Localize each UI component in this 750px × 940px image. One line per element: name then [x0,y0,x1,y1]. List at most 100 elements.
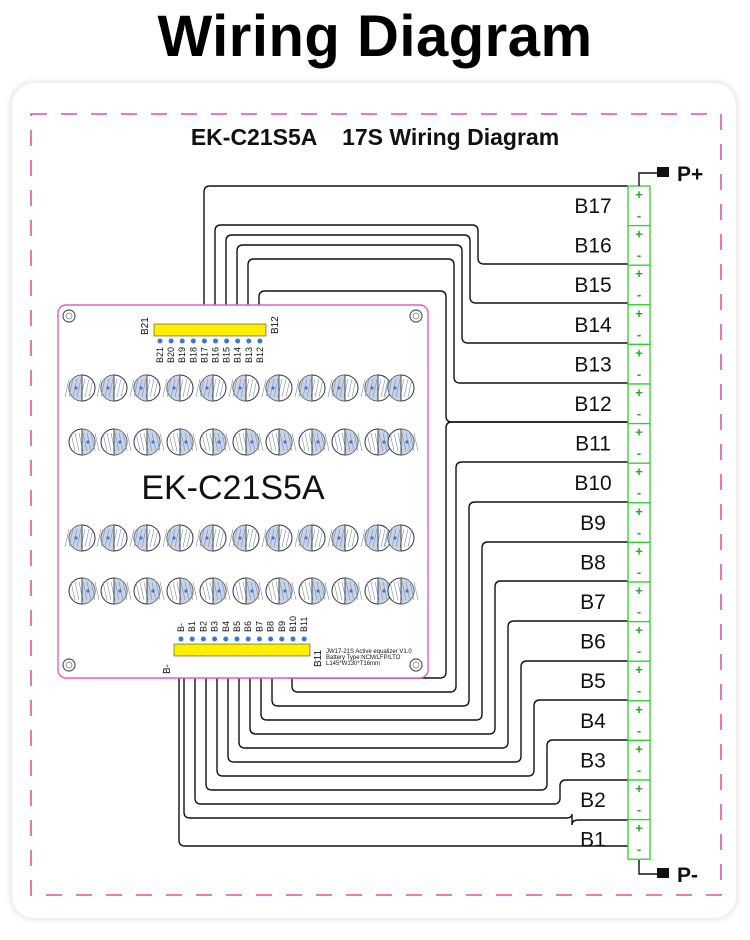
plus-icon: + [635,385,643,400]
board-info-line: JW17-21S Active equalizer V1.0 [326,649,412,655]
pin-dot [224,338,230,344]
pin-dot [212,636,218,642]
page-title: Wiring Diagram [157,4,593,69]
plus-icon: + [635,187,643,202]
capacitor-icon [166,428,198,456]
wire [258,290,628,423]
plus-icon: + [635,781,643,796]
capacitor-icon [162,374,194,402]
minus-icon: - [637,762,641,777]
plus-icon: + [635,464,643,479]
capacitor-icon [265,577,297,605]
wire [205,656,628,791]
top-pin-label: B13 [244,347,254,363]
cell-label: B2 [580,789,606,812]
battery-cell: +-B5 [580,660,651,702]
plus-icon: + [635,821,643,836]
capacitor-icon [327,524,359,552]
battery-cell: +-B6 [580,620,651,662]
minus-icon: - [637,644,641,659]
capacitor-icon [298,577,330,605]
cell-label: B3 [580,749,606,772]
battery-cell: +-B17 [574,185,651,227]
capacitor-icon [199,577,231,605]
wire [227,656,628,763]
cell-label: B14 [574,314,612,337]
top-pin-label: B15 [222,347,232,363]
wiring-diagram: EK-C21S5A 17S Wiring Diagram EK-C21S5A B… [30,113,722,896]
cell-label: B11 [575,433,611,456]
capacitor-icon [162,524,194,552]
bottom-pin-label: B- [176,623,186,632]
capacitor-icon [232,577,264,605]
capacitor-icon [383,374,415,402]
plus-icon: + [635,702,643,717]
capacitor-icon [195,374,227,402]
mount-hole-icon [65,312,73,320]
capacitor-icon [100,428,132,456]
plus-icon: + [635,425,643,440]
pin-dot [223,636,229,642]
battery-cell: +-B16 [574,224,651,266]
positive-terminal: P+ [638,163,703,186]
capacitor-icon [166,577,198,605]
minus-icon: - [637,366,641,381]
bottom-header-left-label: B- [162,664,173,674]
dashed-frame [30,113,722,896]
mount-hole-icon [412,661,420,669]
negative-lead [638,860,657,875]
mount-hole-icon [412,312,420,320]
capacitor-icon [261,374,293,402]
pin-dot [168,338,174,344]
battery-cell: +-B9 [580,502,651,544]
minus-icon: - [637,604,641,619]
top-pin-label: B16 [211,347,221,363]
capacitor-icon [133,428,165,456]
plus-icon: + [635,504,643,519]
top-pin-label: B20 [166,347,176,363]
bottom-pin-label: B6 [243,621,253,632]
plus-icon: + [635,306,643,321]
minus-icon: - [637,842,641,857]
minus-icon: - [637,327,641,342]
top-pin-label: B17 [199,347,209,363]
minus-icon: - [637,525,641,540]
battery-cell: + - B1 [580,818,651,860]
capacitor-icon [129,374,161,402]
pin-dot [234,636,240,642]
wire [271,501,628,707]
plus-icon: + [635,662,643,677]
pin-dot [157,338,163,344]
cell-label: B10 [574,472,611,495]
capacitor-grid [64,374,419,605]
cell-label: B7 [580,591,606,614]
capacitor-icon [265,428,297,456]
mount-hole-icon [65,661,73,669]
wire [194,656,628,805]
pin-dot [246,338,252,344]
battery-cell: +-B7 [580,581,651,623]
minus-icon: - [637,723,641,738]
capacitor-icon [294,524,326,552]
plus-icon: + [635,741,643,756]
top-pin-label: B19 [177,347,187,363]
cell-label: B4 [580,710,606,733]
positive-terminal-label: P+ [677,163,703,186]
board-info-line: L145*W130*T16mm [326,661,380,667]
capacitor-icon [64,524,96,552]
minus-icon: - [637,485,641,500]
cell-label: B1 [580,829,606,852]
capacitor-icon [68,428,100,456]
battery-cell: +-B11 [575,422,651,464]
capacitor-icon [387,577,419,605]
negative-terminal: P- [638,860,698,887]
cell-label: B16 [574,235,611,258]
capacitor-icon [100,577,132,605]
bottom-header-right-label: B11 [313,650,324,667]
bottom-pin-label: B1 [187,621,197,632]
pin-dot [179,338,185,344]
capacitor-icon [133,577,165,605]
battery-cell: + - B10 [574,462,651,504]
pin-dot [301,636,307,642]
